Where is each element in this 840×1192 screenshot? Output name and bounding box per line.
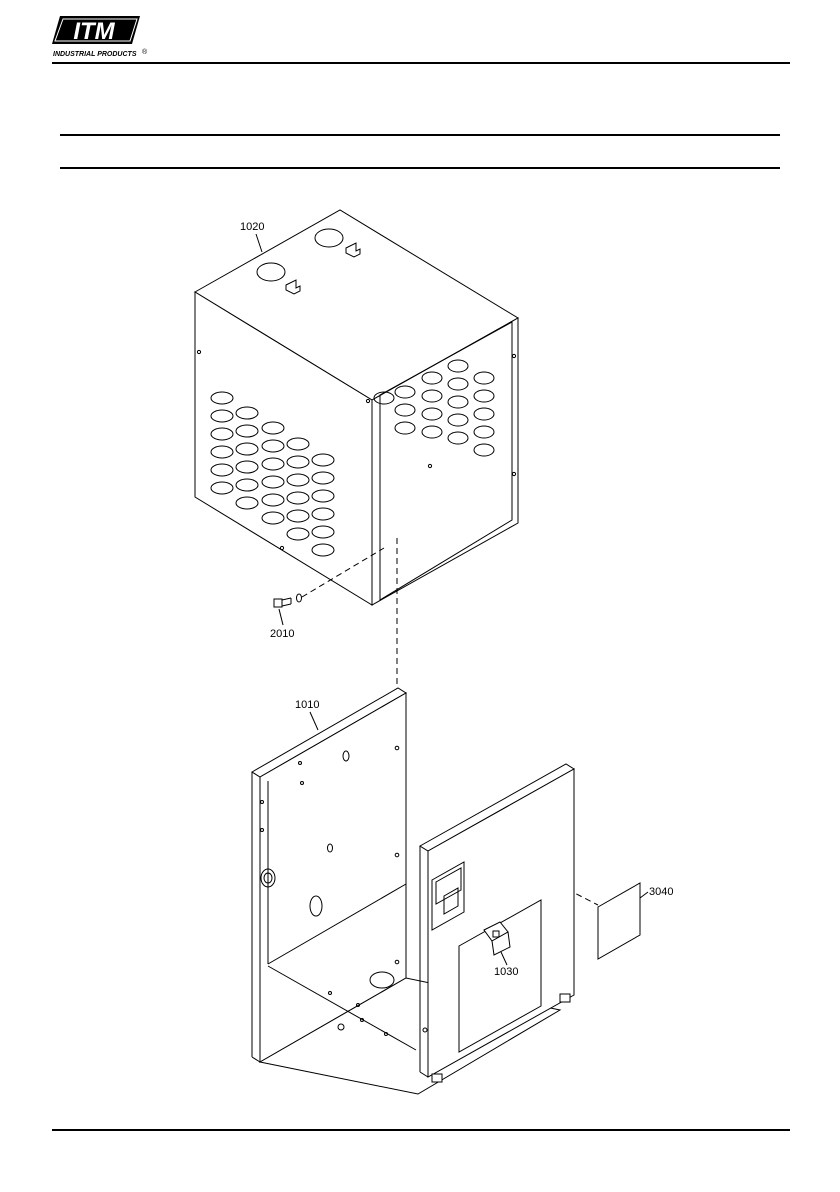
label-sticker-part	[598, 883, 640, 959]
part-label-1010: 1010	[295, 699, 319, 711]
base-frame-part	[252, 688, 574, 1094]
leader-1010	[310, 712, 318, 730]
part-label-1020: 1020	[240, 221, 264, 233]
leader-3040	[640, 892, 648, 898]
part-label-1030: 1030	[494, 966, 518, 978]
screw-part	[274, 594, 302, 607]
part-label-3040: 3040	[649, 886, 673, 898]
leader-2010	[279, 609, 283, 625]
part-label-2010: 2010	[270, 628, 294, 640]
top-cover-part	[195, 210, 518, 605]
leader-1020	[256, 234, 262, 252]
